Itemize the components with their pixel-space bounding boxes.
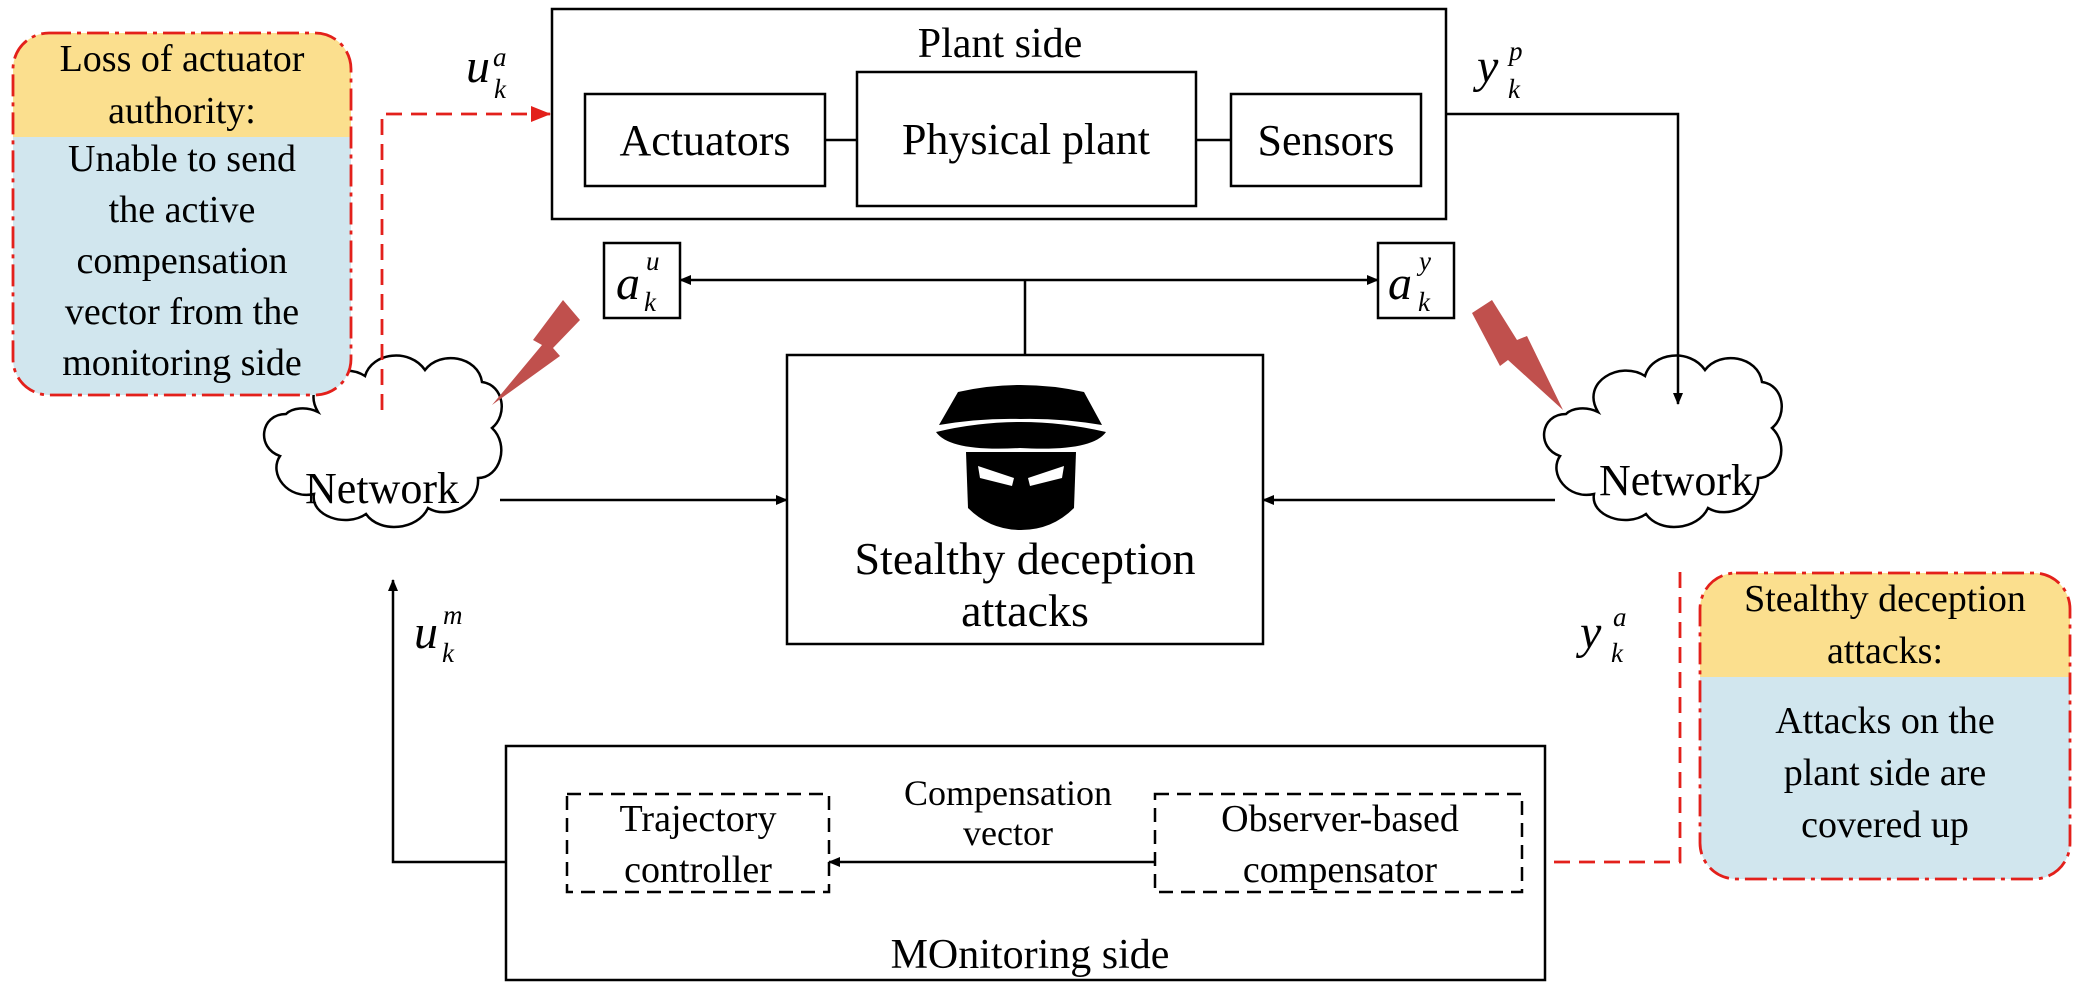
callout-left-border — [11, 31, 353, 397]
observer-compensator-line2: compensator — [1243, 849, 1438, 891]
signal-u-m: u m k — [414, 600, 463, 668]
trajectory-controller-line2: controller — [624, 849, 772, 891]
attacker-label-line2: attacks — [961, 585, 1089, 636]
svg-text:m: m — [443, 600, 463, 630]
signal-a-u-base: a — [616, 257, 640, 310]
svg-text:y: y — [1416, 246, 1431, 276]
callout-right-header-line2: attacks: — [1827, 630, 1943, 672]
svg-text:p: p — [1507, 36, 1523, 66]
callout-right-header-line1: Stealthy deception — [1744, 578, 2026, 620]
svg-text:u: u — [646, 246, 660, 276]
svg-text:k: k — [1611, 638, 1624, 668]
attack-injection-u: a u k — [602, 241, 682, 320]
actuators-box — [583, 92, 827, 188]
observer-compensator-line1: Observer-based — [1221, 798, 1459, 840]
monitoring-side-title: MOnitoring side — [891, 932, 1170, 978]
measurement-link — [1526, 572, 1682, 870]
callout-right-border — [1698, 571, 2072, 881]
actuators-label: Actuators — [619, 116, 790, 165]
network-left: Network — [263, 354, 503, 529]
signal-y-p: y p k — [1472, 36, 1523, 104]
callout-left-body-line4: vector from the — [65, 291, 299, 333]
plant-side-title: Plant side — [918, 21, 1083, 67]
signal-y-a-sup: a — [1613, 602, 1627, 632]
svg-text:a: a — [616, 257, 640, 310]
attack-injection-y: a y k — [1376, 241, 1456, 320]
callout-left-body-line5: monitoring side — [62, 342, 302, 384]
svg-text:y: y — [1472, 40, 1499, 93]
svg-text:a: a — [493, 42, 507, 72]
trajectory-controller-line1: Trajectory — [620, 798, 777, 840]
compensation-vector-line2: vector — [963, 813, 1053, 853]
callout-left-body-line2: the active — [109, 189, 256, 231]
callout-right-body-line2: plant side are — [1784, 752, 1987, 794]
signal-y-a-base: y — [1575, 606, 1602, 659]
callout-left-header-line1: Loss of actuator — [60, 38, 305, 80]
svg-text:k: k — [494, 74, 507, 104]
attacker-block: Stealthy deception attacks — [785, 353, 1265, 646]
callout-left-header-bg — [13, 33, 351, 137]
signal-a-u-sup: u — [646, 246, 660, 276]
svg-text:y: y — [1575, 606, 1602, 659]
callout-left: Loss of actuator authority: Unable to se… — [11, 31, 353, 397]
svg-text:u: u — [466, 40, 490, 93]
svg-text:k: k — [1508, 74, 1521, 104]
callout-right-body-line3: covered up — [1801, 804, 1969, 846]
network-right-label: Network — [1599, 456, 1753, 505]
compensation-vector-line1: Compensation — [904, 773, 1112, 813]
hacker-icon — [936, 385, 1106, 530]
signal-u-m-sub: k — [442, 638, 455, 668]
signal-y-p-sup: p — [1507, 36, 1523, 66]
actuator-command-link — [380, 106, 551, 410]
signal-u-m-base: u — [414, 606, 438, 659]
callout-left-body-line3: compensation — [76, 240, 287, 282]
network-right: Network — [1543, 354, 1783, 529]
attack-u-box — [602, 241, 682, 320]
svg-text:k: k — [1418, 287, 1431, 317]
lightning-left-icon — [492, 300, 580, 405]
signal-y-a: y a k — [1575, 602, 1627, 668]
svg-text:u: u — [414, 606, 438, 659]
observer-compensator-box — [1153, 792, 1524, 894]
signal-u-a-base: u — [466, 40, 490, 93]
network-left-label: Network — [305, 464, 459, 513]
signal-y-p-base: y — [1472, 40, 1499, 93]
signal-y-a-sub: k — [1611, 638, 1624, 668]
attack-y-box — [1376, 241, 1456, 320]
callout-left-body-bg — [13, 137, 351, 395]
callout-right-body-bg — [1700, 677, 2070, 879]
signal-u-a: u a k — [466, 40, 507, 104]
signal-a-y-base: a — [1388, 257, 1412, 310]
attacker-label-line1: Stealthy deception — [854, 533, 1195, 584]
monitoring-side: MOnitoring side Trajectory controller Ob… — [504, 744, 1547, 982]
callout-right-body-line1: Attacks on the — [1775, 700, 1995, 742]
svg-text:a: a — [1613, 602, 1627, 632]
svg-text:a: a — [1388, 257, 1412, 310]
control-output-path — [388, 579, 506, 864]
signal-y-p-sub: k — [1508, 74, 1521, 104]
callout-left-body-line1: Unable to send — [68, 138, 296, 180]
svg-text:k: k — [442, 638, 455, 668]
signal-u-m-sup: m — [443, 600, 463, 630]
plant-side: Plant side Actuators Physical plant Sens… — [550, 7, 1448, 221]
network-right-cloud — [1543, 354, 1783, 529]
signal-a-y-sup: y — [1416, 246, 1431, 276]
sensor-output-path — [1446, 112, 1683, 405]
sensors-label: Sensors — [1258, 116, 1395, 165]
callout-right-header-bg — [1700, 573, 2070, 677]
lightning-right-icon — [1472, 300, 1563, 410]
signal-u-a-sup: a — [493, 42, 507, 72]
network-left-cloud — [263, 354, 503, 529]
callout-left-header-line2: authority: — [108, 90, 256, 132]
physical-plant-label: Physical plant — [902, 115, 1150, 164]
callout-right: Stealthy deception attacks: Attacks on t… — [1698, 571, 2072, 881]
signal-u-a-sub: k — [494, 74, 507, 104]
svg-text:k: k — [644, 287, 657, 317]
signal-a-y-sub: k — [1418, 287, 1431, 317]
sensors-box — [1229, 92, 1423, 188]
signal-a-u-sub: k — [644, 287, 657, 317]
trajectory-controller-box — [565, 792, 831, 894]
